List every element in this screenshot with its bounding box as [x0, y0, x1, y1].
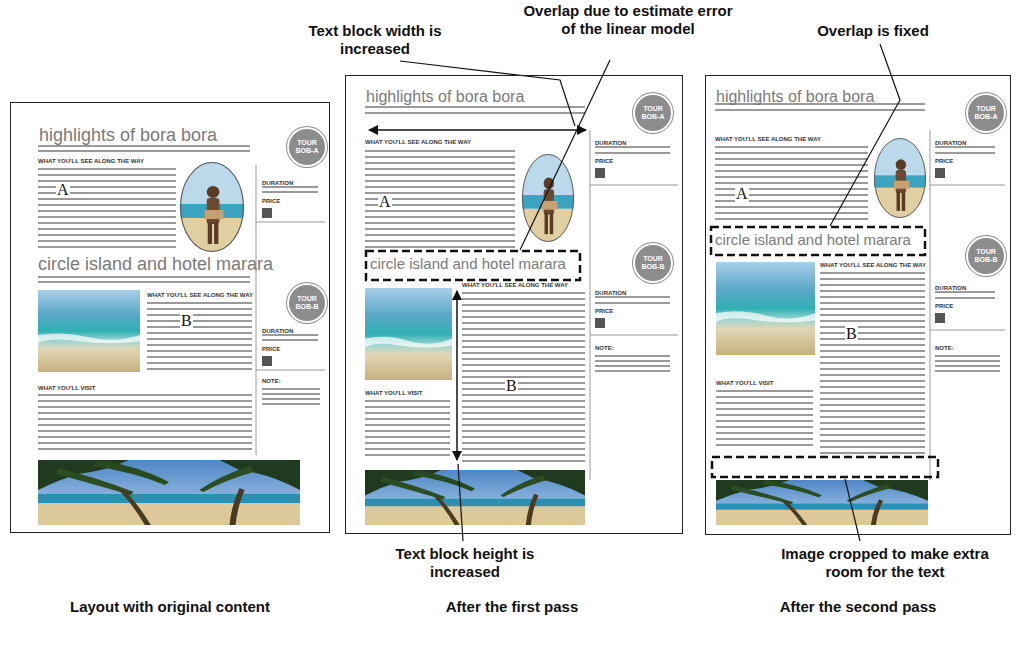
tour-badge: TOUR BOB-B: [968, 238, 1004, 274]
label-holder: PRICE: [595, 158, 613, 164]
annotation: Overlap due to estimate error of the lin…: [523, 2, 733, 38]
label-holder: DURATION: [595, 140, 626, 146]
label-holder: NOTE:: [935, 345, 954, 351]
block-letter: A: [56, 182, 70, 198]
label-holder: A: [56, 182, 70, 198]
block-letter: A: [735, 186, 749, 202]
badge-text: TOUR BOB-B: [292, 295, 322, 310]
tour-badge: TOUR BOB-B: [635, 245, 671, 281]
label-holder: Image cropped to make extra room for the…: [765, 545, 1005, 581]
sidebar-label: PRICE: [595, 158, 613, 164]
panel-caption: After the first pass: [362, 598, 662, 616]
section-heading: circle island and hotel marara: [370, 255, 566, 272]
block-letter: B: [180, 313, 193, 329]
page-layout: highlights of bora boraTOUR BOB-A TOUR BO…: [10, 102, 330, 533]
label-holder: DURATION: [595, 290, 626, 296]
label-holder: NOTE:: [262, 378, 281, 384]
section-kicker: WHAT YOU'LL SEE ALONG THE WAY: [820, 262, 926, 268]
tour-badge: TOUR BOB-B: [289, 285, 325, 321]
section-kicker: WHAT YOU'LL VISIT: [38, 385, 95, 391]
label-holder: WHAT YOU'LL SEE ALONG THE WAY: [365, 139, 471, 145]
label-holder: WHAT YOU'LL VISIT: [38, 385, 95, 391]
label-holder: PRICE: [935, 158, 953, 164]
label-holder: WHAT YOU'LL SEE ALONG THE WAY: [462, 282, 568, 288]
label-holder: WHAT YOU'LL SEE ALONG THE WAY: [38, 158, 144, 164]
badge-text: TOUR BOB-A: [638, 105, 668, 120]
sidebar-label: PRICE: [595, 308, 613, 314]
panel-caption: After the second pass: [708, 598, 1008, 616]
sidebar-label: DURATION: [262, 180, 293, 186]
label-holder: PRICE: [262, 346, 280, 352]
sidebar-label: PRICE: [935, 158, 953, 164]
section-kicker: WHAT YOU'LL VISIT: [716, 380, 773, 386]
label-holder: After the second pass: [708, 598, 1008, 616]
label-holder: A: [735, 186, 749, 202]
block-letter: B: [505, 378, 518, 394]
label-holder: circle island and hotel marara: [715, 231, 911, 248]
sidebar-label: DURATION: [935, 285, 966, 291]
tour-badge: TOUR BOB-A: [968, 95, 1004, 131]
sidebar-label: NOTE:: [262, 378, 281, 384]
label-holder: circle island and hotel marara: [38, 254, 273, 275]
sidebar-label: DURATION: [595, 290, 626, 296]
sidebar-label: PRICE: [935, 303, 953, 309]
label-holder: DURATION: [262, 328, 293, 334]
label-holder: PRICE: [262, 198, 280, 204]
label-holder: After the first pass: [362, 598, 662, 616]
section-kicker: WHAT YOU'LL SEE ALONG THE WAY: [38, 158, 144, 164]
section-kicker: WHAT YOU'LL VISIT: [365, 390, 422, 396]
annotation: Image cropped to make extra room for the…: [765, 545, 1005, 581]
label-holder: WHAT YOU'LL VISIT: [716, 380, 773, 386]
label-holder: WHAT YOU'LL VISIT: [365, 390, 422, 396]
badge-text: TOUR BOB-B: [638, 255, 668, 270]
section-kicker: WHAT YOU'LL SEE ALONG THE WAY: [147, 292, 253, 298]
sidebar-label: DURATION: [262, 328, 293, 334]
label-holder: Overlap is fixed: [783, 22, 963, 40]
label-holder: WHAT YOU'LL SEE ALONG THE WAY: [715, 136, 821, 142]
sidebar-label: NOTE:: [595, 345, 614, 351]
tour-badge: TOUR BOB-A: [289, 129, 325, 165]
section-kicker: WHAT YOU'LL SEE ALONG THE WAY: [462, 282, 568, 288]
label-holder: B: [505, 378, 518, 394]
page-heading: highlights of bora bora: [716, 88, 874, 106]
annotation: Text block width is increased: [280, 22, 470, 58]
page-heading: highlights of bora bora: [366, 88, 524, 106]
sidebar-label: PRICE: [262, 198, 280, 204]
label-holder: A: [378, 194, 392, 210]
annotation: Overlap is fixed: [783, 22, 963, 40]
tour-badge: TOUR BOB-A: [635, 95, 671, 131]
section-kicker: WHAT YOU'LL SEE ALONG THE WAY: [365, 139, 471, 145]
label-holder: B: [180, 313, 193, 329]
label-holder: Layout with original content: [20, 598, 320, 616]
badge-text: TOUR BOB-A: [292, 139, 322, 154]
badge-text: TOUR BOB-A: [971, 105, 1001, 120]
label-holder: Overlap due to estimate error of the lin…: [523, 2, 733, 38]
section-heading: circle island and hotel marara: [715, 231, 911, 248]
label-holder: WHAT YOU'LL SEE ALONG THE WAY: [820, 262, 926, 268]
block-letter: B: [845, 326, 858, 342]
label-holder: DURATION: [935, 285, 966, 291]
annotation: Text block height is increased: [365, 545, 565, 581]
page-heading: highlights of bora bora: [39, 125, 217, 146]
section-kicker: WHAT YOU'LL SEE ALONG THE WAY: [715, 136, 821, 142]
label-holder: B: [845, 326, 858, 342]
label-holder: WHAT YOU'LL SEE ALONG THE WAY: [147, 292, 253, 298]
sidebar-label: NOTE:: [935, 345, 954, 351]
badge-text: TOUR BOB-B: [971, 248, 1001, 263]
block-letter: A: [378, 194, 392, 210]
section-heading: circle island and hotel marara: [38, 254, 273, 275]
sidebar-label: PRICE: [262, 346, 280, 352]
label-holder: PRICE: [595, 308, 613, 314]
panel-caption: Layout with original content: [20, 598, 320, 616]
label-holder: PRICE: [935, 303, 953, 309]
label-holder: Text block height is increased: [365, 545, 565, 581]
label-holder: DURATION: [935, 140, 966, 146]
label-holder: DURATION: [262, 180, 293, 186]
sidebar-label: DURATION: [935, 140, 966, 146]
label-holder: Text block width is increased: [280, 22, 470, 58]
label-holder: circle island and hotel marara: [370, 255, 566, 272]
label-holder: NOTE:: [595, 345, 614, 351]
sidebar-label: DURATION: [595, 140, 626, 146]
